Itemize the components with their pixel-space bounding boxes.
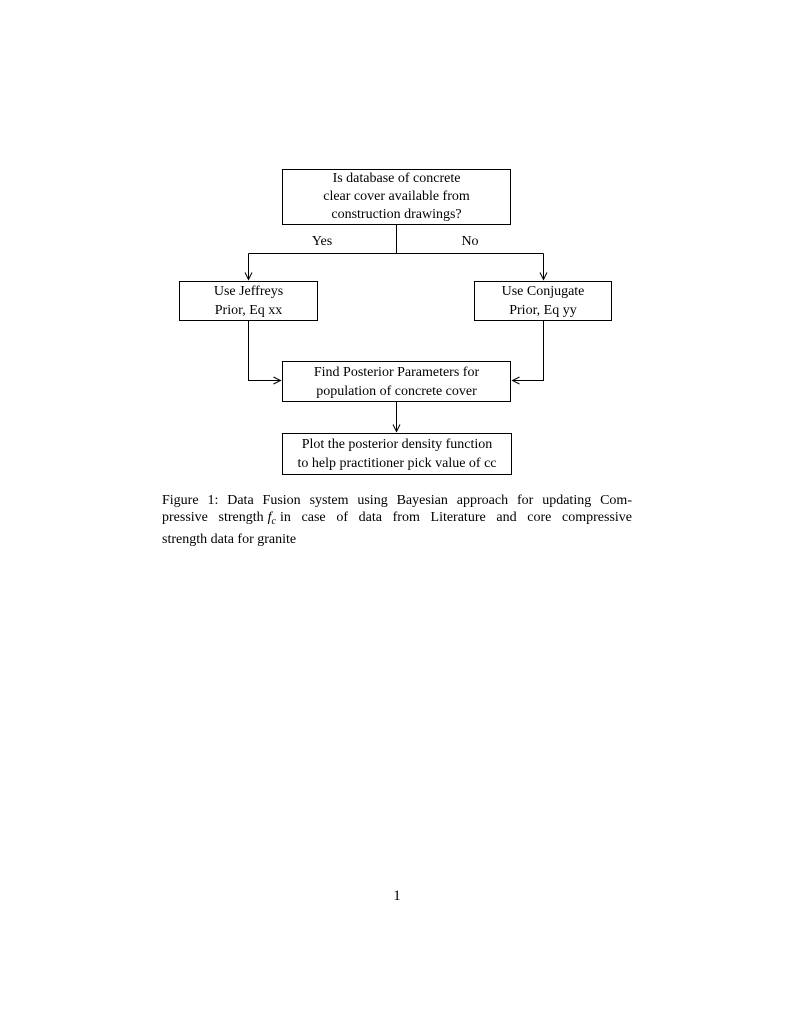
edge-label-yes: Yes — [311, 234, 333, 249]
flowchart-node-posterior-parameters: Find Posterior Parameters for population… — [282, 361, 511, 402]
flowchart-node-plot-density: Plot the posterior density function to h… — [282, 433, 512, 475]
page-number: 1 — [393, 888, 401, 904]
caption-line-2-continued: in case of data from Literature and core… — [280, 510, 632, 526]
caption-line-3: strength data for granite — [162, 531, 297, 547]
math-fc-symbol: f — [267, 510, 272, 526]
edge-label-no: No — [461, 234, 479, 249]
math-fc-subscript: c — [271, 516, 276, 528]
figure-caption: Figure 1: Data Fusion system using Bayes… — [162, 492, 632, 548]
decision-split-line — [248, 225, 544, 254]
caption-line-2-text: pressive strength — [162, 510, 264, 526]
flowchart-node-conjugate-prior: Use Conjugate Prior, Eq yy — [474, 281, 612, 321]
conjugate-to-posterior-arrow — [511, 321, 544, 385]
jeffreys-to-posterior-arrow — [248, 321, 282, 385]
caption-line-1: Figure 1: Data Fusion system using Bayes… — [162, 493, 632, 508]
flowchart-node-decision: Is database of concrete clear cover avai… — [282, 169, 511, 225]
flowchart-node-jeffreys-prior: Use Jeffreys Prior, Eq xx — [179, 281, 318, 321]
